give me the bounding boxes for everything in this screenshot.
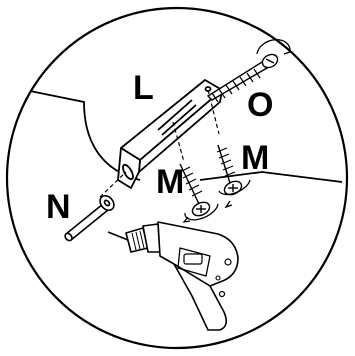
- label-long-screw: O: [247, 86, 273, 124]
- label-bracket: L: [133, 69, 154, 107]
- label-screw-right: M: [241, 139, 269, 177]
- label-screw-left: M: [156, 163, 184, 201]
- screw-left: [180, 164, 218, 222]
- wall-anchor: [64, 193, 117, 242]
- label-wall-anchor: N: [46, 188, 71, 226]
- power-drill: [108, 222, 238, 330]
